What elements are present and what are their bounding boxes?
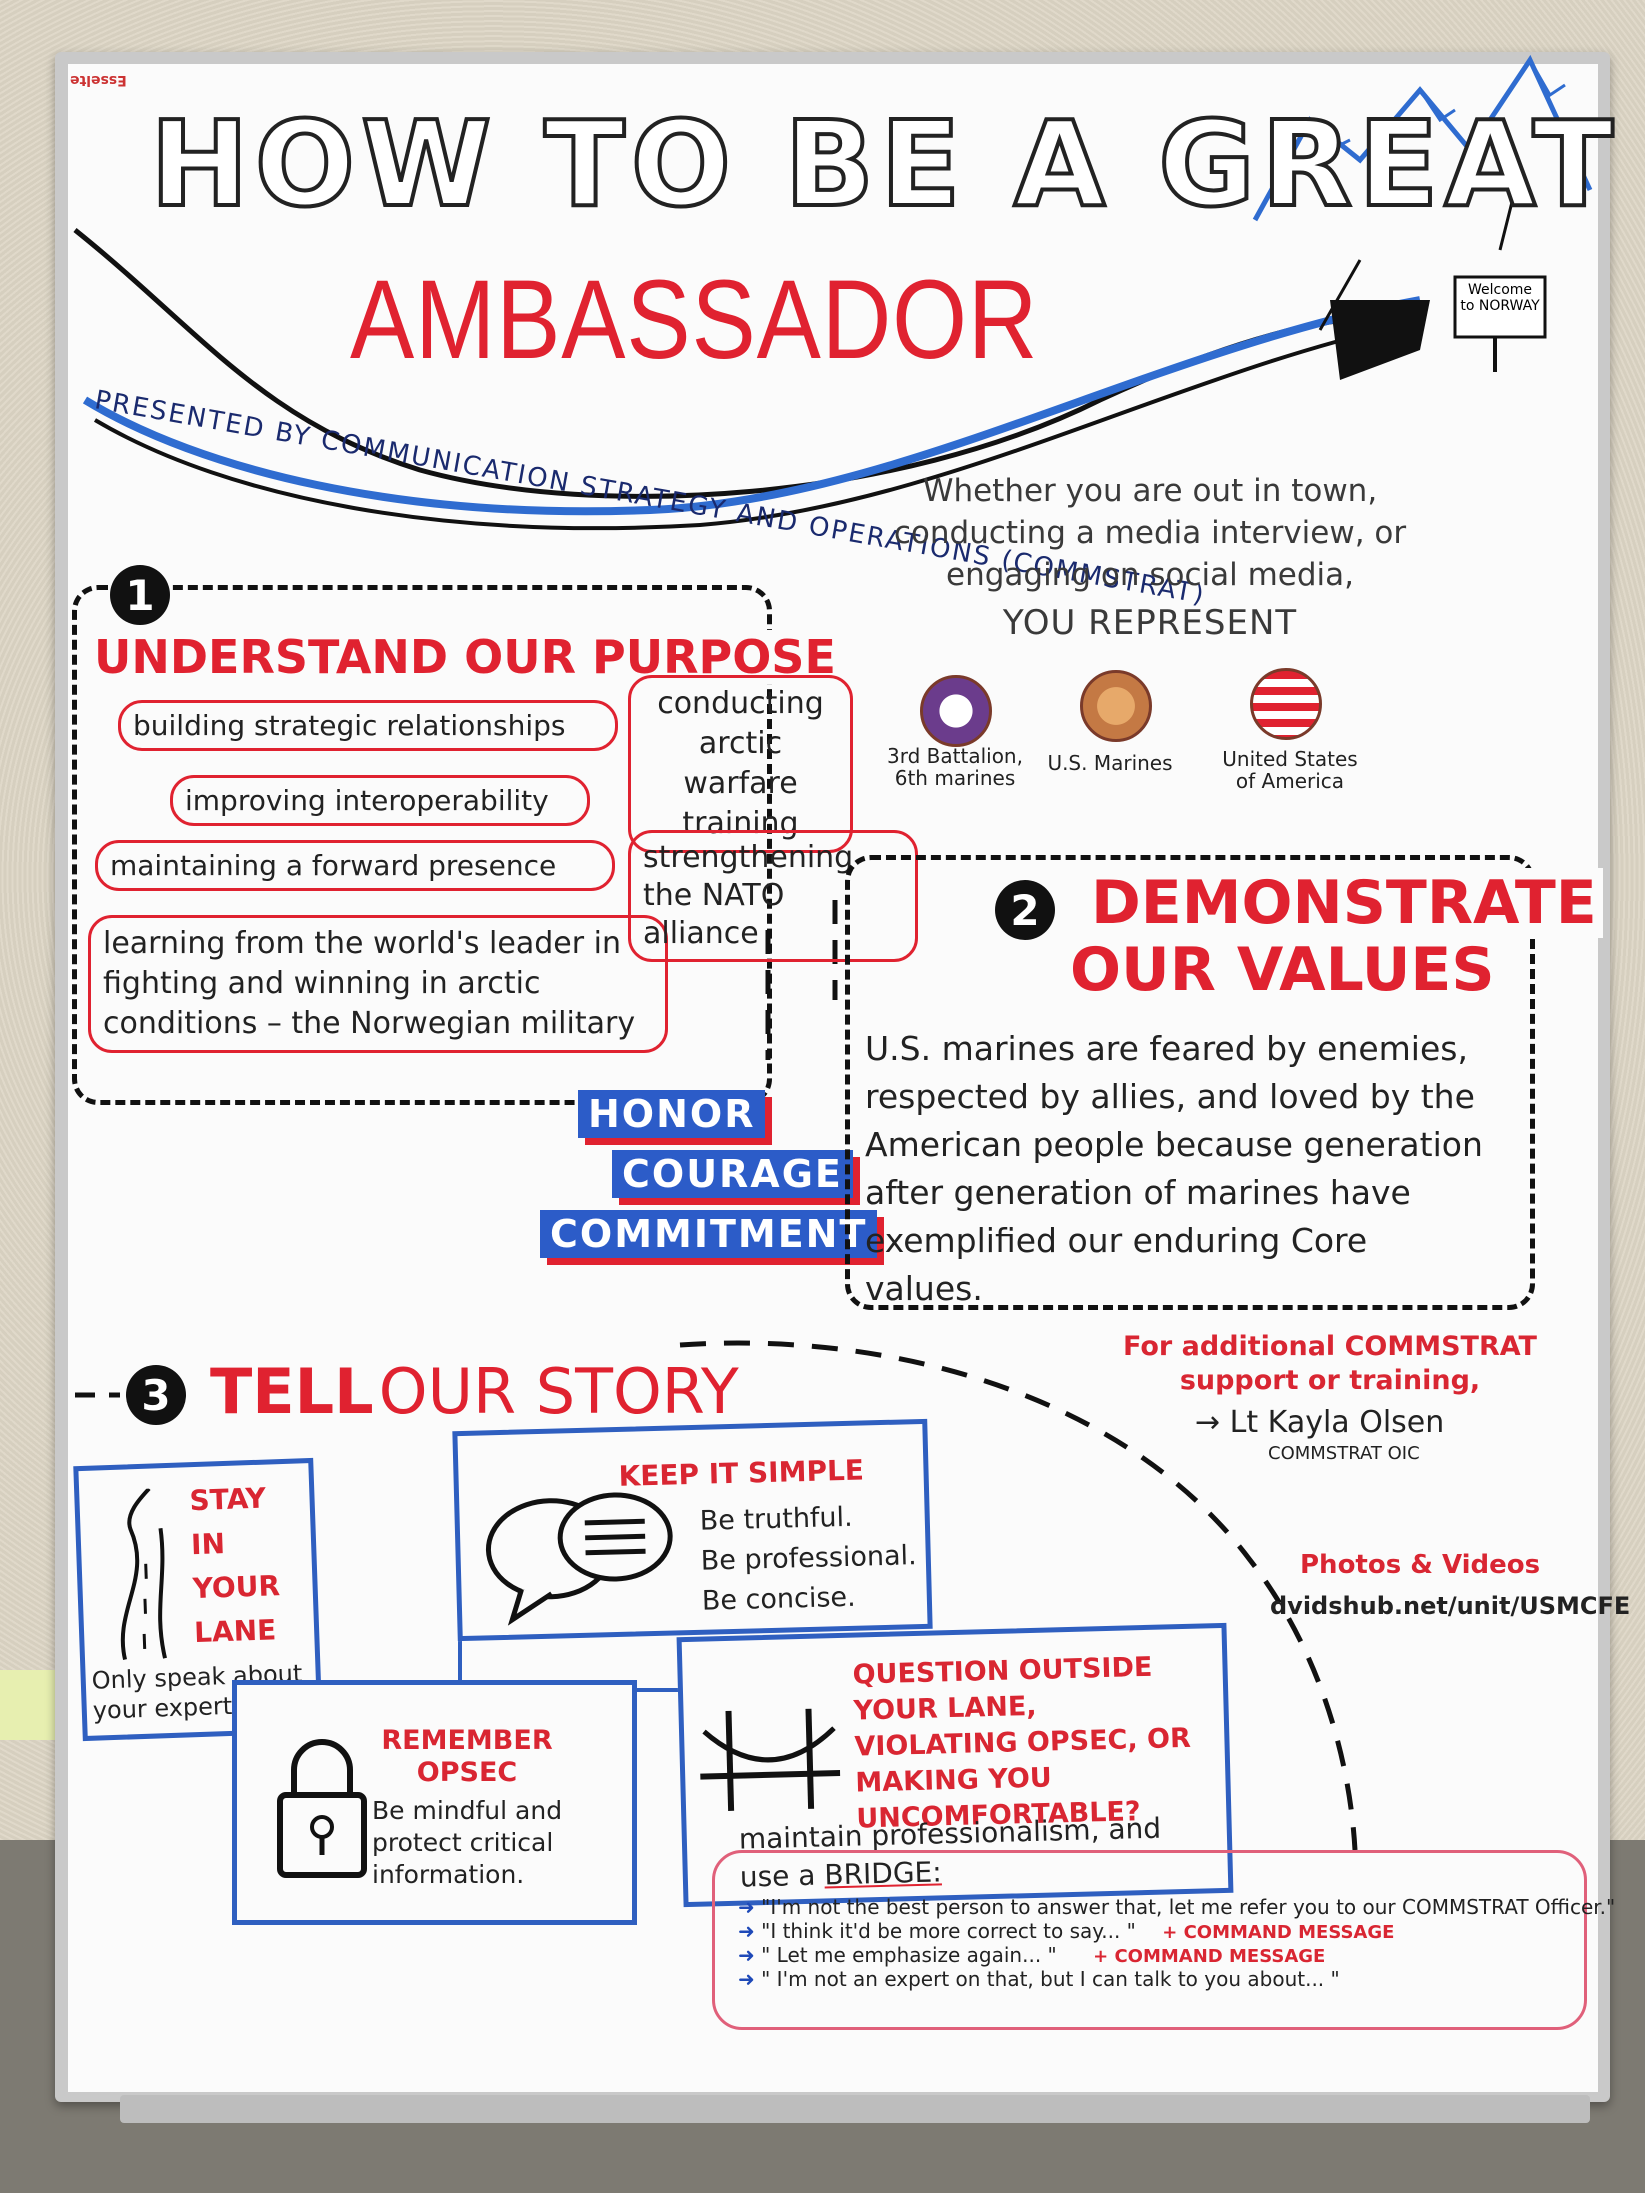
purpose-bubble-arctic-training: conducting arctic warfare training [628,675,853,853]
opsec-body: Be mindful and protect critical informat… [372,1796,563,1889]
bridge-example-4-text: " I'm not an expert on that, but I can t… [761,1967,1340,1991]
simple-line-3: Be concise. [701,1581,857,1617]
section3-title: TELL OUR STORY [210,1355,739,1428]
keep-it-simple-list: Be truthful. Be professional. Be concise… [699,1496,918,1622]
media-title: Photos & Videos [1300,1550,1541,1580]
purpose-bubble-nato: strengthening the NATO alliance [628,830,918,962]
stay-line-2: IN [190,1527,226,1562]
page-subtitle: AMBASSADOR [350,257,1039,382]
purpose-bubble-forward-presence: maintaining a forward presence [95,840,615,891]
contact-line-2: support or training, [1179,1365,1481,1396]
intro-line-2: conducting a media interview, or [893,515,1407,551]
intro-line-1: Whether you are out in town, [922,473,1378,509]
purpose-bubble-relationships: building strategic relationships [118,700,618,751]
section3-title-tell: TELL [210,1355,374,1428]
remember-opsec-box: REMEMBER OPSEC Be mindful and protect cr… [232,1680,637,1925]
bridge-example-3: ➜ " Let me emphasize again... " + COMMAN… [738,1943,1615,1967]
media-url: dvidshub.net/unit/USMCFE [1270,1592,1631,1620]
intro-line-3: engaging on social media, [946,557,1354,593]
contact-block: For additional COMMSTRAT support or trai… [1120,1330,1540,1398]
bridge-example-4: ➜ " I'm not an expert on that, but I can… [738,1967,1615,1991]
value-honor: HONOR [578,1090,766,1138]
norway-sign: Welcome to NORWAY [1460,282,1540,314]
section2-number: 2 [995,880,1055,940]
bridge-example-1: ➜ "I'm not the best person to answer tha… [738,1895,1615,1919]
stay-line-4: LANE [193,1613,277,1650]
section3-title-rest: OUR STORY [378,1355,739,1428]
intro-text: Whether you are out in town, conducting … [870,470,1430,644]
keep-it-simple-title: KEEP IT SIMPLE [618,1453,865,1493]
section1-dashed-border [72,585,772,1105]
bridge-example-2-text: "I think it'd be more correct to say... … [761,1919,1136,1943]
bridge-examples-list: ➜ "I'm not the best person to answer tha… [738,1895,1615,1991]
section3-number: 3 [126,1365,186,1425]
stay-in-lane-title: STAY IN YOUR LANE [189,1476,282,1655]
stay-line-1: STAY [188,1481,267,1518]
page-title: HOW TO BE A GREAT [148,93,1620,235]
opsec-title-line2: OPSEC [416,1757,518,1788]
command-message-tag-1: + COMMAND MESSAGE [1162,1922,1395,1943]
section2-dashed-border [845,855,1535,1310]
bridge-example-2: ➜ "I think it'd be more correct to say..… [738,1919,1615,1943]
bridge-examples-bubble [712,1850,1587,2030]
usa-flag-icon [1250,668,1322,740]
section2-title-line2: OUR VALUES [1070,935,1495,1005]
marines-seal-icon [1080,670,1152,742]
opsec-title-line1: REMEMBER [381,1725,553,1756]
purpose-bubble-interoperability: improving interoperability [170,775,590,826]
arrow-icon: ➜ [738,1943,755,1967]
stay-line-3: YOUR [192,1569,281,1606]
stay-in-lane-box: STAY IN YOUR LANE Only speak about your … [73,1457,323,1742]
opsec-title: REMEMBER OPSEC [367,1725,567,1789]
value-courage: COURAGE [612,1150,853,1198]
contact-name: → Lt Kayla Olsen [1195,1405,1445,1440]
bridge-example-1-text: "I'm not the best person to answer that,… [761,1895,1616,1919]
bridge-icon [700,1708,841,1811]
simple-line-2: Be professional. [700,1540,918,1577]
battalion-seal-icon [920,675,992,747]
seal-caption-usa: United States of America [1222,747,1358,793]
bridge-example-3-text: " Let me emphasize again... " [761,1943,1057,1967]
value-commitment: COMMITMENT [540,1210,878,1258]
section2-body: U.S. marines are feared by enemies, resp… [865,1029,1483,1308]
road-icon [120,1487,167,1661]
arrow-icon: ➜ [738,1895,755,1919]
you-represent: YOU REPRESENT [1002,603,1298,643]
seal-caption-battalion: 3rd Battalion, 6th marines [887,744,1023,790]
arrow-icon: ➜ [738,1967,755,1991]
section2-title-line1: DEMONSTRATE [1085,868,1603,938]
contact-line-1: For additional COMMSTRAT [1123,1331,1537,1362]
padlock-icon [277,1739,367,1878]
command-message-tag-2: + COMMAND MESSAGE [1093,1946,1326,1967]
marker-tray [120,2095,1590,2123]
speech-bubbles-icon [485,1492,673,1626]
contact-role: COMMSTRAT OIC [1268,1443,1420,1464]
seal-caption-marines: U.S. Marines [1047,751,1173,775]
arrow-icon: ➜ [738,1919,755,1943]
simple-line-1: Be truthful. [699,1501,854,1537]
section1-number: 1 [110,565,170,625]
keep-it-simple-box: KEEP IT SIMPLE Be truthful. Be professio… [452,1418,933,1642]
purpose-bubble-learning: learning from the world's leader in figh… [88,915,668,1053]
bridge-question-box: QUESTION OUTSIDE YOUR LANE, VIOLATING OP… [676,1622,1234,1908]
